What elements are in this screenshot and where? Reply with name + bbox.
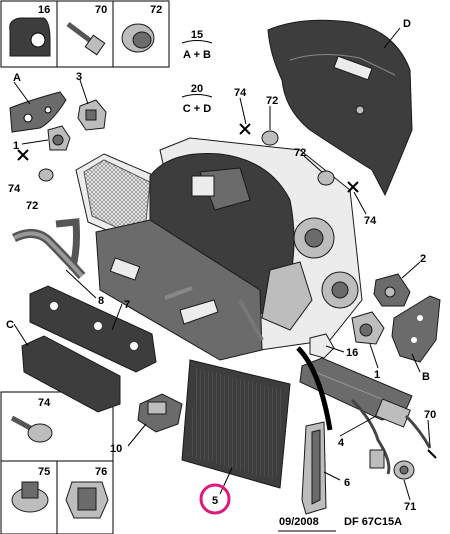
table-label-72: 72: [150, 4, 162, 16]
bracket-6-part: [301, 421, 327, 515]
footer-date: 09/2008: [279, 516, 319, 528]
screw-70-icon: [66, 22, 106, 56]
plate-c-part: [21, 335, 121, 413]
highlight-ring: [199, 483, 231, 515]
highlight-part-5: 5: [199, 483, 231, 515]
clip-76-icon: [65, 481, 109, 519]
callout-71: 71: [404, 501, 416, 513]
nut-75-icon: [11, 481, 49, 513]
callout-74-top: 74: [234, 87, 247, 99]
kit-20-number: 20: [191, 83, 203, 95]
callout-d: D: [403, 18, 411, 30]
callout-72-right: 72: [294, 147, 306, 159]
callout-72-left: 72: [26, 200, 38, 212]
callout-c: C: [6, 319, 14, 331]
gasket-7-part: [29, 285, 157, 373]
actuator-2-part: [373, 273, 411, 307]
callout-74-right: 74: [364, 215, 377, 227]
leader-lines: [13, 27, 431, 501]
sensor-71-part: [393, 460, 415, 480]
table-label-76: 76: [95, 466, 107, 478]
table-label-16: 16: [38, 4, 50, 16]
kit-20-parts: C + D: [183, 103, 211, 115]
callout-6: 6: [344, 477, 350, 489]
callout-4: 4: [338, 437, 345, 449]
callout-72-top: 72: [266, 95, 278, 107]
callout-1-right: 1: [374, 369, 380, 381]
duct-8-part: [11, 218, 86, 279]
kit-15-parts: A + B: [183, 49, 211, 61]
cabin-filter-5-part: [181, 359, 291, 489]
table-label-70: 70: [95, 4, 107, 16]
heater-core-4-part: [299, 357, 413, 428]
kit-legend-20: 20 C + D: [181, 83, 213, 115]
resistor-10-part: [137, 393, 183, 433]
grommet-72-icon: [121, 23, 155, 53]
kit-15-number: 15: [191, 29, 203, 41]
harness-70-part: [350, 398, 437, 475]
callout-2: 2: [420, 253, 426, 265]
hvac-housing: [95, 137, 363, 361]
table-label-74: 74: [38, 397, 51, 409]
callout-5: 5: [212, 495, 218, 507]
callout-70: 70: [424, 409, 436, 421]
footer-reference: DF 67C15A: [344, 516, 403, 528]
bracket-b-part: [391, 295, 441, 363]
bracket-a-part: [9, 91, 67, 133]
kit-legend-15: 15 A + B: [181, 29, 213, 61]
clip-16-part: [309, 333, 335, 359]
actuator-3-part: [77, 99, 107, 131]
grommet-72-top-part: [261, 130, 279, 146]
grommet-72-right-part: [317, 170, 335, 186]
parts-table-top: 16 70 72: [0, 0, 170, 68]
callout-8: 8: [98, 295, 104, 307]
callout-a: A: [13, 72, 21, 84]
screw-74-right-part: [347, 181, 359, 193]
clip-16-icon: [9, 17, 51, 57]
grommet-72-left-part: [38, 168, 54, 182]
motor-1-left-part: [47, 125, 71, 151]
screw-74-left-part: [17, 149, 29, 161]
table-label-75: 75: [38, 466, 50, 478]
callout-b: B: [422, 371, 430, 383]
callout-74-left: 74: [8, 183, 21, 195]
callout-3: 3: [76, 71, 82, 83]
callout-10: 10: [110, 443, 122, 455]
screw-74-top-part: [239, 123, 251, 135]
callout-1-left: 1: [13, 140, 19, 152]
callout-7: 7: [124, 299, 130, 311]
cover-d-part: [267, 19, 413, 197]
callout-16: 16: [346, 347, 358, 359]
motor-1-right-part: [351, 311, 385, 345]
screw-74-icon: [10, 415, 53, 443]
parts-table-bottom: 74 75 76: [0, 391, 114, 534]
callout-labels: D A 3 1 74 72 74 72 72 74 2 8 7 C 16 1 B…: [6, 18, 436, 513]
